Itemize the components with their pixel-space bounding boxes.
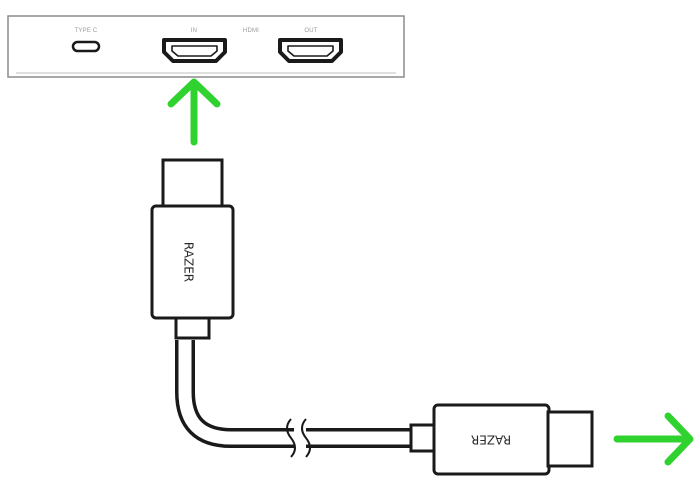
- connector-tip: [161, 158, 224, 210]
- usb-c-port: TYPE C: [71, 28, 101, 53]
- brand-label-top: RAZER: [182, 242, 196, 282]
- hdmi-in-port: IN: [162, 28, 227, 63]
- hdmi-connector-top: RAZER: [150, 158, 235, 340]
- connector-tip: [546, 410, 594, 468]
- cable-break-mark: [286, 418, 296, 458]
- in-label: IN: [191, 28, 197, 34]
- connector-neck: [174, 316, 211, 340]
- cable-break-mark: [301, 418, 311, 458]
- hdmi-label: HDMI: [243, 28, 259, 34]
- capture-device: TYPE C IN HDMI OUT: [7, 15, 405, 78]
- arrow-up-icon: [167, 78, 221, 146]
- connector-neck: [409, 423, 437, 453]
- hdmi-connector-bottom: RAZER: [409, 403, 594, 476]
- typec-label: TYPE C: [75, 28, 98, 34]
- hdmi-cable-wire: [175, 340, 412, 458]
- brand-label-bottom: RAZER: [471, 433, 511, 447]
- arrow-right-icon: [613, 412, 694, 466]
- out-label: OUT: [304, 28, 317, 34]
- hdmi-out-port: OUT: [278, 28, 343, 63]
